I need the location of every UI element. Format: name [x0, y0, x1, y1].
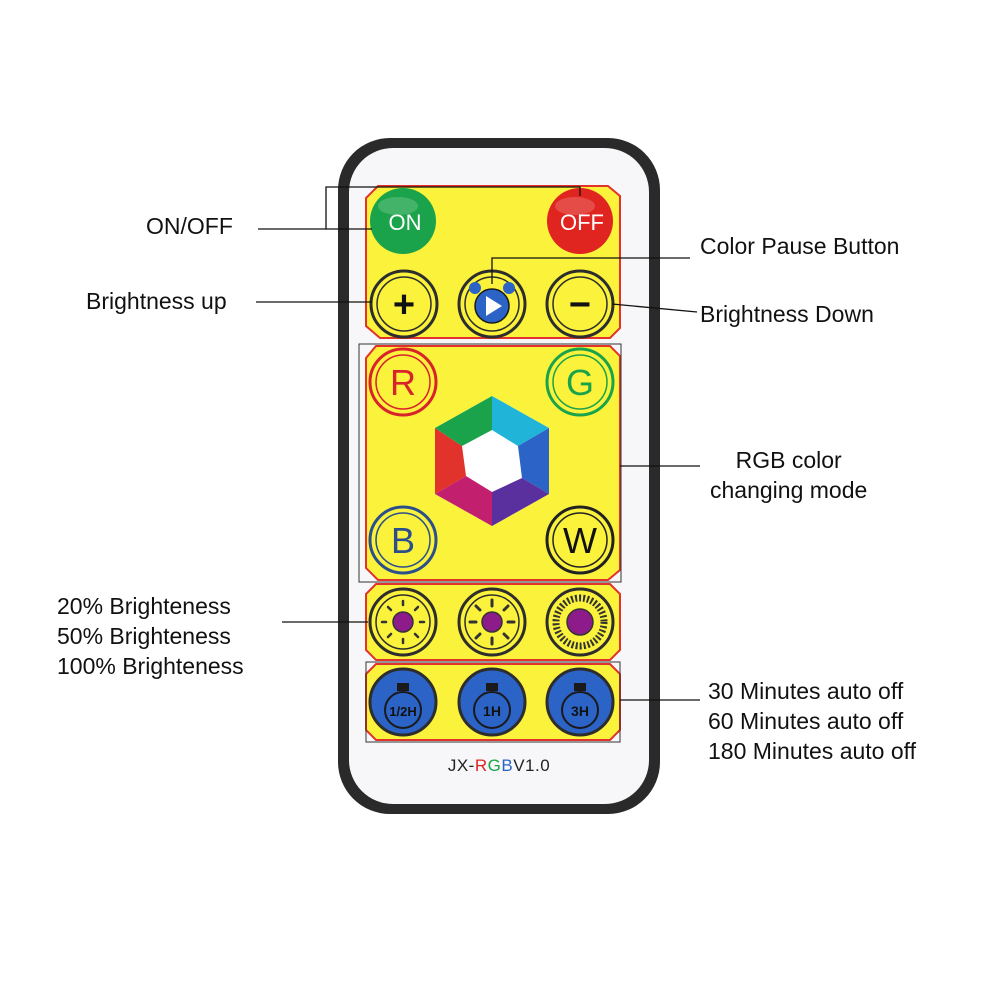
plus-label: + [393, 284, 415, 326]
on-label: ON [389, 210, 422, 235]
color-mode-button[interactable] [435, 396, 549, 526]
color-pause-button[interactable] [457, 269, 527, 339]
leader-lines [256, 186, 700, 701]
model-label: JX-RGBV1.0 [447, 756, 551, 775]
timer-3h-button[interactable]: 3H [545, 667, 615, 737]
annotation-auto-off: 30 Minutes auto off 60 Minutes auto off … [708, 678, 916, 764]
sun-icon [468, 598, 516, 646]
brightness-20-button[interactable] [368, 587, 438, 657]
annotation-brightness-down: Brightness Down [700, 301, 874, 327]
brightness-100-button[interactable] [545, 587, 615, 657]
minus-label: − [569, 284, 591, 326]
sun-icon [552, 594, 608, 650]
timer-half-hour-button[interactable]: 1/2H [368, 667, 438, 737]
stopwatch-icon [561, 683, 599, 729]
timer-1h-label: 1H [483, 703, 501, 719]
green-button[interactable]: G [545, 347, 615, 417]
timer-1h-button[interactable]: 1H [457, 667, 527, 737]
timer-3h-label: 3H [571, 703, 589, 719]
brightness-down-button[interactable]: − [545, 269, 615, 339]
off-label: OFF [560, 210, 604, 235]
sun-icon [380, 599, 426, 645]
g-label: G [566, 362, 594, 403]
b-label: B [391, 520, 415, 561]
off-button[interactable]: OFF [547, 188, 613, 254]
on-button[interactable]: ON [370, 188, 436, 254]
annotation-rgb-mode: RGB color changing mode [710, 447, 868, 503]
stopwatch-icon [384, 683, 422, 729]
brightness-up-button[interactable]: + [369, 269, 439, 339]
brightness-50-button[interactable] [457, 587, 527, 657]
annotation-brightness-up: Brightness up [86, 288, 227, 314]
annotation-brightness-levels: 20% Brighteness 50% Brighteness 100% Bri… [57, 593, 244, 679]
stopwatch-icon [473, 683, 511, 729]
w-label: W [563, 520, 597, 561]
annotation-on-off: ON/OFF [146, 213, 233, 239]
blue-button[interactable]: B [368, 505, 438, 575]
white-button[interactable]: W [545, 505, 615, 575]
annotation-color-pause: Color Pause Button [700, 233, 900, 259]
red-button[interactable]: R [368, 347, 438, 417]
timer-half-label: 1/2H [389, 704, 416, 719]
r-label: R [390, 362, 416, 403]
